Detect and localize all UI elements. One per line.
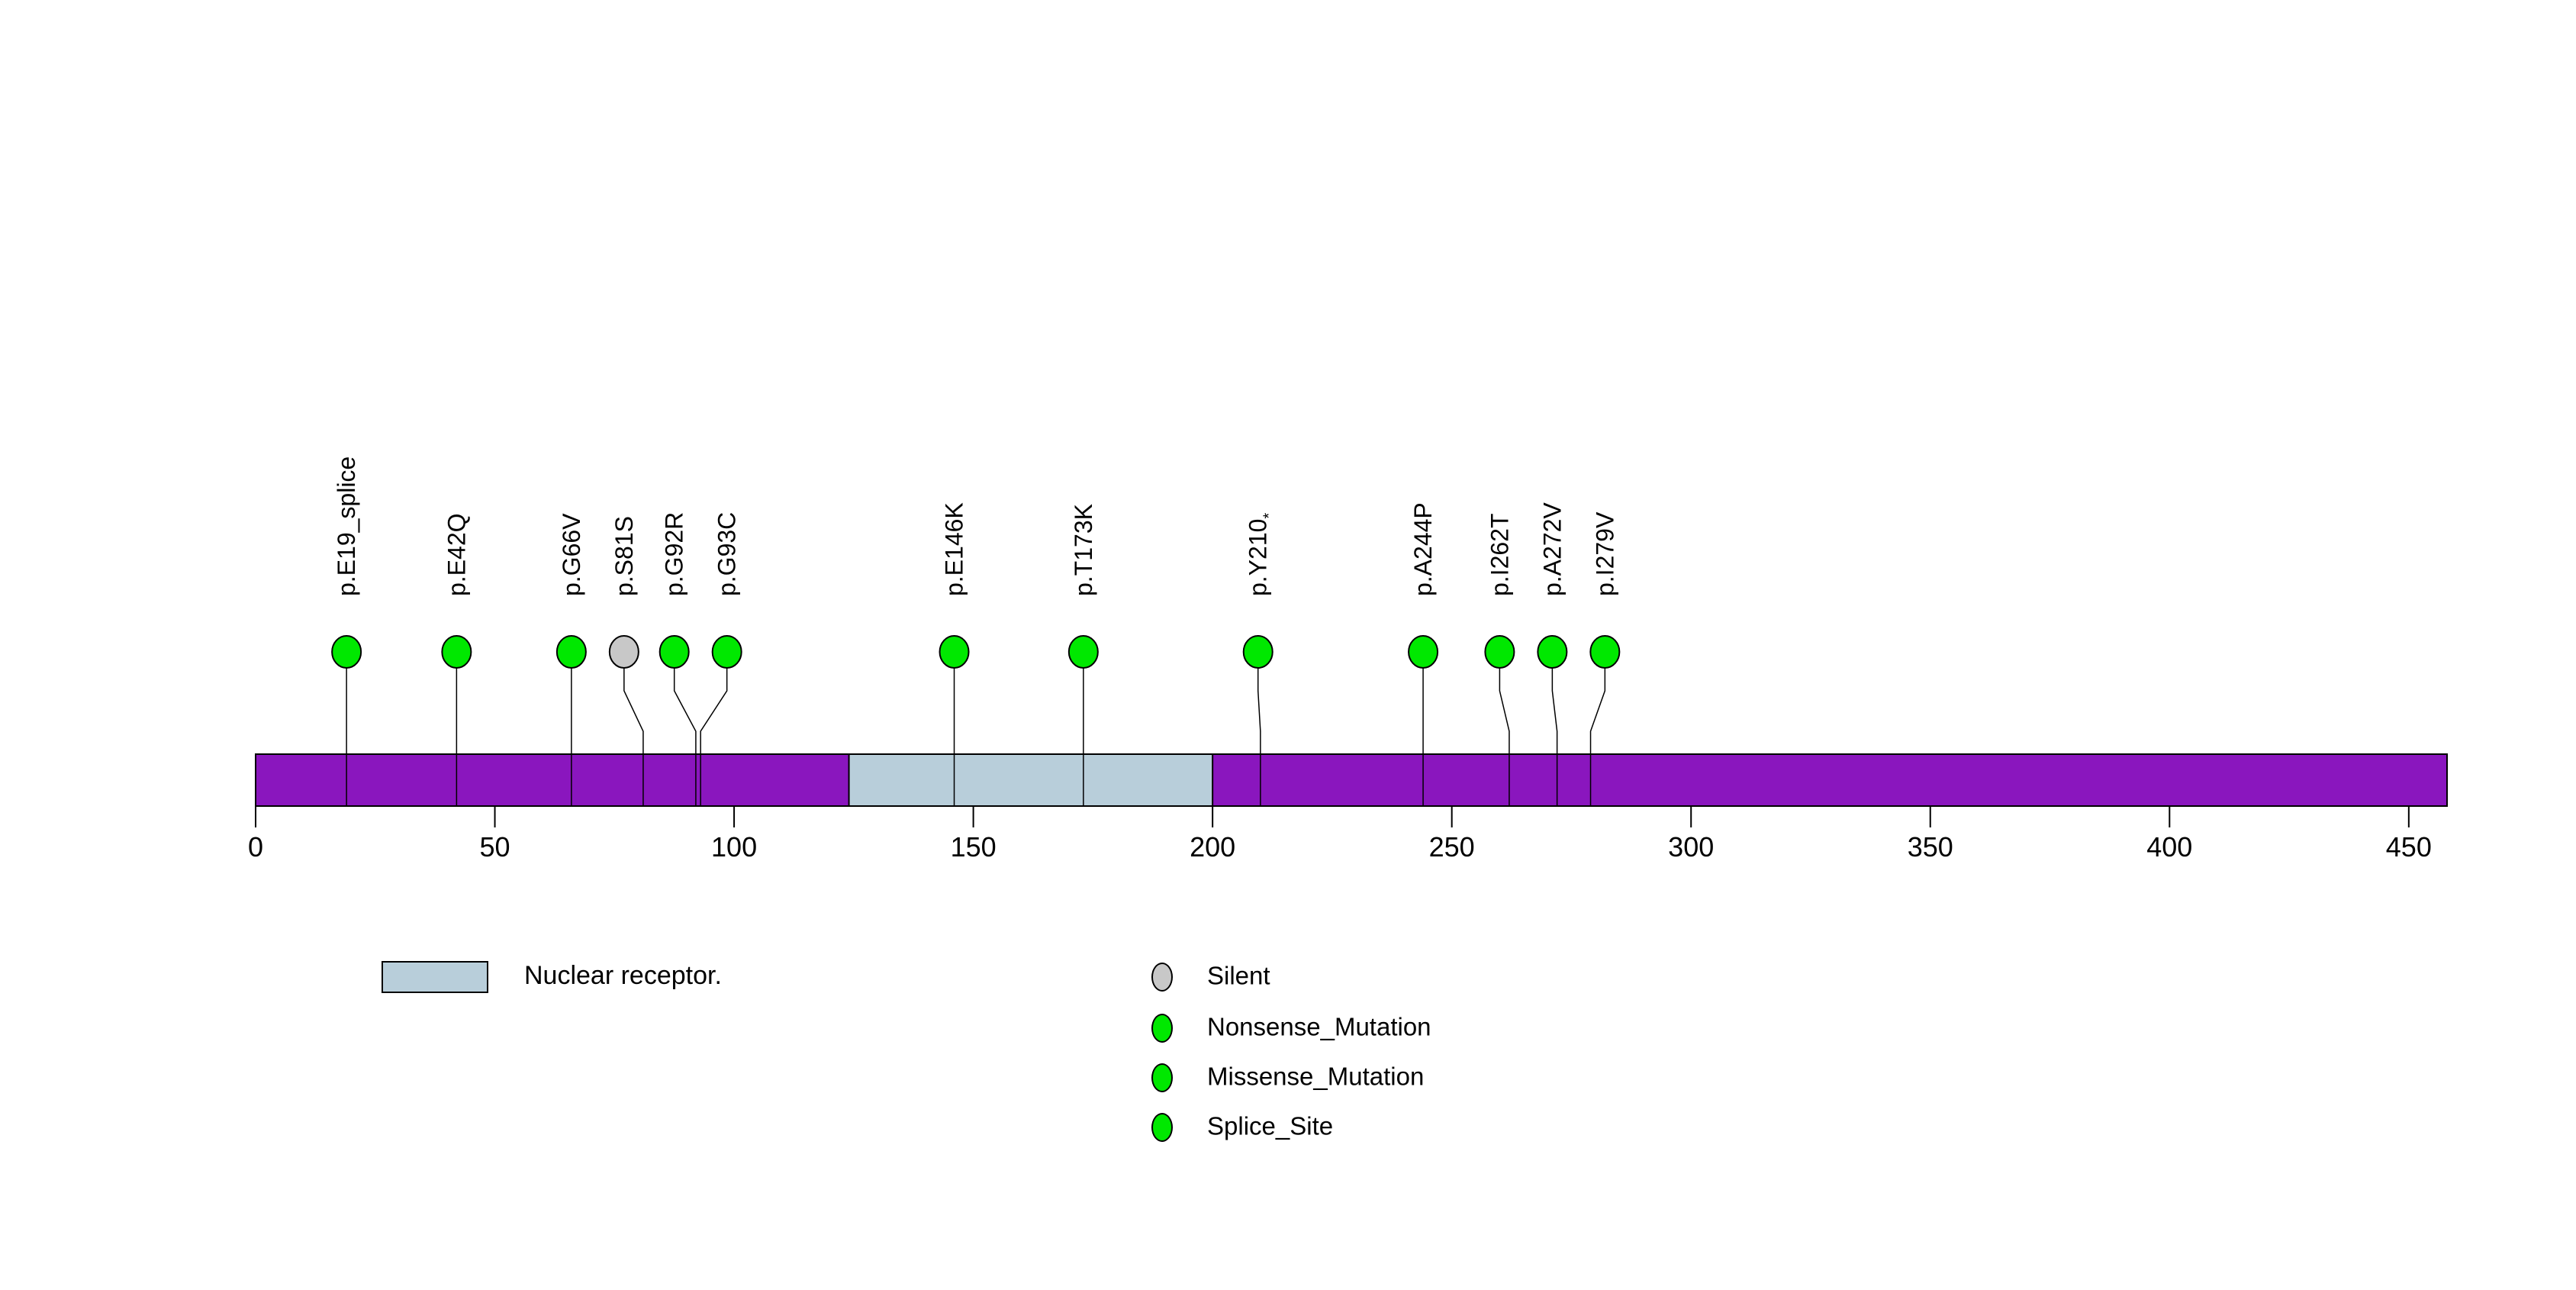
mutation-circle	[331, 635, 362, 669]
protein-bar	[255, 753, 2448, 807]
mutation-label: p.A244P	[1409, 502, 1437, 596]
mutation-stem	[1257, 668, 1261, 806]
mutation-circle	[711, 635, 742, 669]
mutation-circle	[555, 635, 587, 669]
axis-tick-label: 0	[248, 831, 263, 863]
mutation-stem	[1551, 668, 1558, 806]
mutation-label: p.G66V	[558, 513, 585, 596]
mutation-stem	[673, 668, 697, 806]
mutation-label: p.G92R	[661, 512, 688, 596]
legend-domain-swatch	[382, 961, 488, 993]
mutation-circle	[658, 635, 690, 669]
mutation-circle	[608, 635, 639, 669]
mutation-label: p.S81S	[610, 516, 638, 596]
legend-splice-label: Splice_Site	[1207, 1111, 1334, 1140]
mutation-stem	[623, 668, 644, 806]
axis-tick-label: 150	[951, 831, 997, 863]
axis-tick-label: 50	[480, 831, 510, 863]
mutation-label: p.A272V	[1538, 502, 1566, 596]
mutation-circle	[1537, 635, 1568, 669]
axis-tick-label: 250	[1429, 831, 1475, 863]
mutation-circle	[1067, 635, 1099, 669]
mutation-stem	[1499, 668, 1510, 806]
mutation-label: p.E42Q	[443, 513, 470, 596]
legend-missense-circle	[1151, 1063, 1173, 1092]
mutation-circle	[1242, 635, 1274, 669]
mutation-stem	[700, 668, 728, 806]
legend-missense-label: Missense_Mutation	[1207, 1062, 1425, 1091]
axis-tick-label: 400	[2146, 831, 2192, 863]
axis-tick-label: 450	[2386, 831, 2432, 863]
mutation-label: p.I279V	[1591, 511, 1618, 596]
mutation-circle	[441, 635, 472, 669]
legend-splice-circle	[1151, 1113, 1173, 1142]
axis-tick-label: 200	[1190, 831, 1235, 863]
mutation-circle	[1408, 635, 1439, 669]
legend-silent-label: Silent	[1207, 961, 1270, 990]
mutation-circle	[1484, 635, 1515, 669]
mutation-stem	[1589, 668, 1606, 806]
legend-domain-label: Nuclear receptor.	[524, 960, 722, 990]
mutation-circle	[1589, 635, 1621, 669]
legend-nonsense-circle	[1151, 1014, 1173, 1043]
mutation-circle	[939, 635, 970, 669]
legend-silent-circle	[1151, 963, 1173, 992]
axis-tick-label: 300	[1668, 831, 1714, 863]
mutation-label: p.E146K	[941, 502, 968, 596]
legend-nonsense-label: Nonsense_Mutation	[1207, 1012, 1431, 1041]
axis-tick-label: 350	[1908, 831, 1953, 863]
axis-tick-label: 100	[711, 831, 757, 863]
mutation-label: p.Y210*	[1245, 513, 1278, 596]
mutation-label: p.T173K	[1070, 504, 1097, 596]
mutation-label: p.E19_splice	[333, 456, 360, 596]
mutation-label: p.I262T	[1486, 513, 1513, 596]
mutation-label: p.G93C	[713, 512, 741, 596]
domain-rect	[848, 753, 1214, 807]
